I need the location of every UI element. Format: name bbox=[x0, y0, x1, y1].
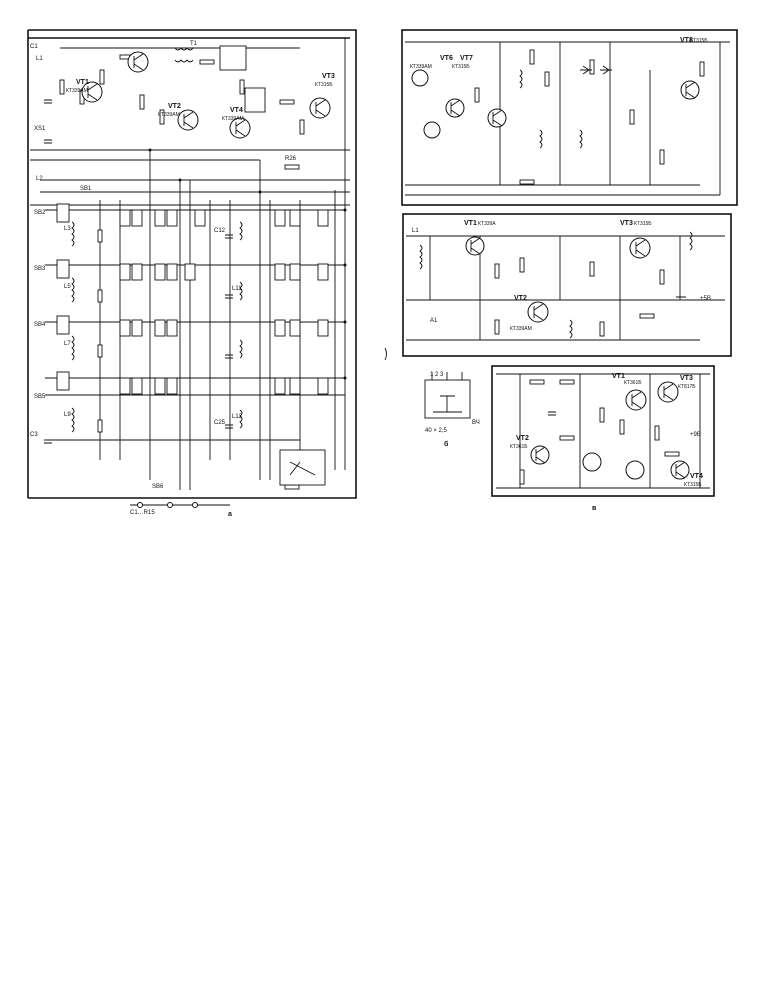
label-vt2-bot: VT2 bbox=[516, 435, 529, 442]
caption-main: а bbox=[228, 511, 232, 518]
label-vt1: VT1 bbox=[76, 79, 89, 86]
right-bottom-panel: VT1 КТ361Б VT3 КТ817Б VT2 КТ361Б VT4 КТ3… bbox=[491, 365, 715, 512]
label-vt2: VT2 bbox=[168, 103, 181, 110]
label-vt8: VT8 bbox=[680, 37, 693, 44]
label-l9: L9 bbox=[64, 412, 71, 418]
label-vt3: VT3 bbox=[322, 73, 335, 80]
label-vt1-mid-type: КТ339А bbox=[478, 221, 496, 227]
coils bbox=[71, 47, 243, 433]
main-transistors bbox=[81, 51, 331, 139]
right-top-panel: VT6 КТ339АМ VT8 КТ315Б VT7 КТ315Б bbox=[401, 29, 738, 206]
caption-right-bottom: в bbox=[592, 505, 597, 512]
label-l2: L2 bbox=[36, 176, 43, 182]
label-vt7-type: КТ315Б bbox=[452, 64, 470, 70]
label-inset-dims: 40 × 2,5 bbox=[425, 428, 448, 434]
label-vt3-mid-type: КТ315Б bbox=[634, 221, 652, 227]
label-vt3-mid: VT3 bbox=[620, 220, 633, 227]
main-frame bbox=[28, 29, 357, 499]
label-sb6: SB6 bbox=[152, 484, 164, 490]
label-vt1-type: КТ339АМ bbox=[66, 88, 88, 94]
label-l7: L7 bbox=[64, 341, 71, 347]
label-out-bot: +9В bbox=[690, 432, 701, 438]
label-vt3-bot: VT3 bbox=[680, 375, 693, 382]
relay-block bbox=[279, 449, 326, 486]
inset-panel: 1 2 3 40 × 2,5 ВЧ б bbox=[424, 372, 480, 448]
label-a1: А1 bbox=[430, 318, 438, 324]
label-l1: L1 bbox=[36, 56, 43, 62]
label-sb1: SB1 bbox=[80, 186, 92, 192]
label-r26: R26 bbox=[285, 156, 297, 162]
caption-inset: б bbox=[444, 440, 449, 448]
label-l1-b: L1 bbox=[412, 228, 419, 234]
label-vt6-type: КТ339АМ bbox=[410, 64, 432, 70]
label-vt1-bot-type: КТ361Б bbox=[624, 380, 642, 386]
label-inset-hf: ВЧ bbox=[472, 420, 480, 426]
label-c3: С3 bbox=[30, 432, 38, 438]
label-l3: L3 bbox=[64, 226, 71, 232]
label-vt2-mid: VT2 bbox=[514, 295, 527, 302]
label-vt8-type: КТ315Б bbox=[690, 38, 708, 44]
label-vt2-type: КТ339АМ bbox=[158, 112, 180, 118]
label-vt1-mid: VT1 bbox=[464, 220, 477, 227]
label-vt7: VT7 bbox=[460, 55, 473, 62]
main-panel: VT1 КТ339АМ VT2 КТ339АМ VT3 КТ315Б VT4 К… bbox=[27, 29, 357, 518]
band-switch-grid bbox=[56, 203, 329, 395]
label-vt2-mid-type: КТ339АМ bbox=[510, 326, 532, 332]
passives bbox=[44, 54, 325, 490]
label-vt4-type: КТ339АМ bbox=[222, 116, 244, 122]
label-c12: C12 bbox=[214, 228, 226, 234]
label-sb3: SB3 bbox=[34, 266, 46, 272]
right-top-frame bbox=[401, 29, 738, 206]
label-xs1: XS1 bbox=[34, 126, 46, 132]
label-inset-pins: 1 2 3 bbox=[430, 372, 444, 378]
label-bottom-note: C1…R15 bbox=[130, 510, 155, 516]
label-vt6: VT6 bbox=[440, 55, 453, 62]
label-sb2: SB2 bbox=[34, 210, 46, 216]
label-vt3-type: КТ315Б bbox=[315, 82, 333, 88]
label-t1: T1 bbox=[190, 41, 198, 47]
label-vt4-bot: VT4 bbox=[690, 473, 703, 480]
label-sb5: SB5 bbox=[34, 394, 46, 400]
label-vt2-bot-type: КТ361Б bbox=[510, 444, 528, 450]
label-l11: L11 bbox=[232, 286, 242, 292]
label-c25: C25 bbox=[214, 420, 226, 426]
ic-block bbox=[219, 45, 247, 71]
label-vt1-bot: VT1 bbox=[612, 373, 625, 380]
label-l13: L13 bbox=[232, 414, 243, 420]
label-c1: С1 bbox=[30, 44, 38, 50]
label-vt4-bot-type: КТ315Б bbox=[684, 482, 702, 488]
label-vt3-bot-type: КТ817Б bbox=[678, 384, 696, 390]
right-mid-frame bbox=[402, 213, 732, 357]
right-mid-panel: VT1 КТ339А VT3 КТ315Б VT2 КТ339АМ А1 L1 … bbox=[402, 213, 732, 357]
label-sb4: SB4 bbox=[34, 322, 46, 328]
label-vt4: VT4 bbox=[230, 107, 243, 114]
label-l5: L5 bbox=[64, 284, 71, 290]
right-bottom-frame bbox=[491, 365, 715, 497]
label-out-mid: +5В bbox=[700, 296, 711, 302]
